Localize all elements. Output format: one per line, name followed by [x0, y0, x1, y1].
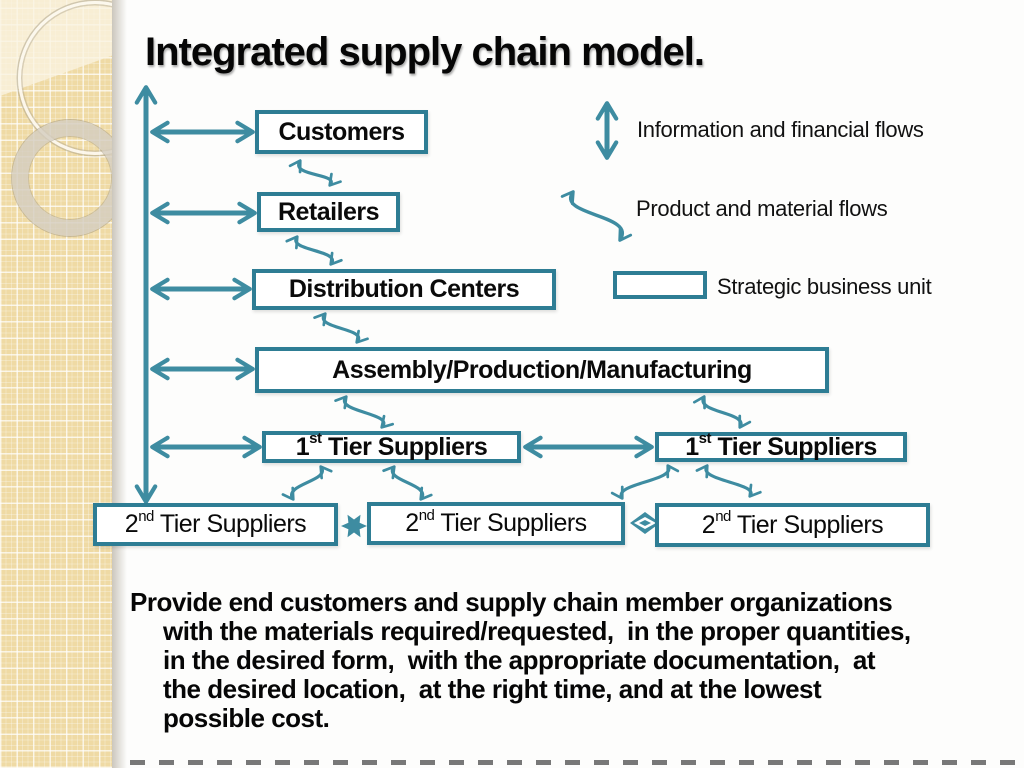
cutoff-text-row — [130, 760, 1018, 765]
paragraph-line: the desired location, at the right time,… — [163, 674, 822, 704]
tier2-right-rest: Tier Suppliers — [730, 510, 884, 539]
curve-tier1left-tier2mid-icon — [382, 465, 433, 501]
legend-strategic-business-unit-box — [613, 271, 707, 299]
legend-product-flows-label: Product and material flows — [636, 196, 888, 221]
box-tier1-suppliers-left: 1st Tier Suppliers — [262, 431, 521, 463]
curve-distribution-assembly-icon — [313, 312, 369, 344]
box-tier2-right-label: 2nd Tier Suppliers — [701, 508, 884, 540]
box-assembly-production-manufacturing: Assembly/Production/Manufacturing — [255, 347, 829, 393]
paragraph-line: Provide end customers and supply chain m… — [130, 587, 893, 617]
box-customers: Customers — [255, 110, 428, 154]
tier2-left-num: 2 — [124, 510, 139, 538]
curve-assembly-tier1right-icon — [692, 395, 752, 429]
tier1-right-num: 1 — [685, 432, 699, 461]
legend-curved-arrow-icon — [560, 190, 633, 242]
tier2-mid-num: 2 — [405, 509, 419, 537]
box-tier2-left-label: 2nd Tier Suppliers — [124, 507, 307, 539]
star-connector-icon — [341, 514, 367, 538]
legend-strategic-business-unit-label: Strategic business unit — [717, 274, 932, 299]
box-assembly-label: Assembly/Production/Manufacturing — [332, 355, 752, 384]
circle-ring-thick — [12, 120, 112, 236]
box-tier2-suppliers-right: 2nd Tier Suppliers — [655, 503, 930, 547]
sidebar-decoration — [0, 0, 112, 768]
tier1-left-num: 1 — [295, 432, 310, 461]
box-tier1-suppliers-right: 1st Tier Suppliers — [655, 430, 907, 462]
curve-tier1right-tier2right-icon — [695, 464, 762, 498]
tier1-right-sup: st — [698, 430, 712, 448]
box-tier2-suppliers-middle: 2nd Tier Suppliers — [367, 502, 625, 545]
box-distribution-centers: Distribution Centers — [252, 269, 556, 310]
curve-tier1right-tier2mid-icon — [610, 464, 680, 500]
tier1-left-sup: st — [309, 430, 322, 448]
tier1-right-rest: Tier Suppliers — [711, 432, 877, 461]
box-retailers-label: Retailers — [277, 197, 380, 226]
tier2-mid-rest: Tier Suppliers — [434, 509, 587, 537]
paragraph-line: possible cost. — [163, 703, 330, 733]
paragraph-line: in the desired form, with the appropriat… — [163, 645, 876, 675]
box-tier1-left-label: 1st Tier Suppliers — [295, 430, 488, 462]
curve-assembly-tier1left-icon — [334, 395, 395, 429]
curve-tier1left-tier2left-icon — [281, 465, 333, 501]
tier1-left-rest: Tier Suppliers — [321, 432, 488, 461]
tier2-right-sup: nd — [715, 508, 731, 526]
tier2-left-sup: nd — [138, 507, 154, 525]
curve-customers-retailers-icon — [288, 159, 342, 187]
box-tier2-suppliers-left: 2nd Tier Suppliers — [93, 503, 338, 546]
sidebar-shadow — [112, 0, 127, 768]
slide-title: Integrated supply chain model. — [145, 30, 705, 74]
legend-info-flows-label: Information and financial flows — [637, 117, 924, 142]
tier2-left-rest: Tier Suppliers — [153, 510, 307, 538]
tier2-mid-sup: nd — [418, 506, 435, 524]
paragraph-line: with the materials required/requested, i… — [163, 616, 911, 646]
summary-paragraph: Provide end customers and supply chain m… — [130, 588, 1020, 733]
box-tier1-right-label: 1st Tier Suppliers — [685, 430, 877, 462]
curve-retailers-distribution-icon — [285, 235, 343, 266]
box-retailers: Retailers — [257, 192, 400, 232]
box-tier2-middle-label: 2nd Tier Suppliers — [405, 506, 587, 538]
box-distribution-centers-label: Distribution Centers — [288, 275, 520, 303]
box-customers-label: Customers — [278, 117, 405, 146]
tier2-right-num: 2 — [701, 510, 716, 539]
